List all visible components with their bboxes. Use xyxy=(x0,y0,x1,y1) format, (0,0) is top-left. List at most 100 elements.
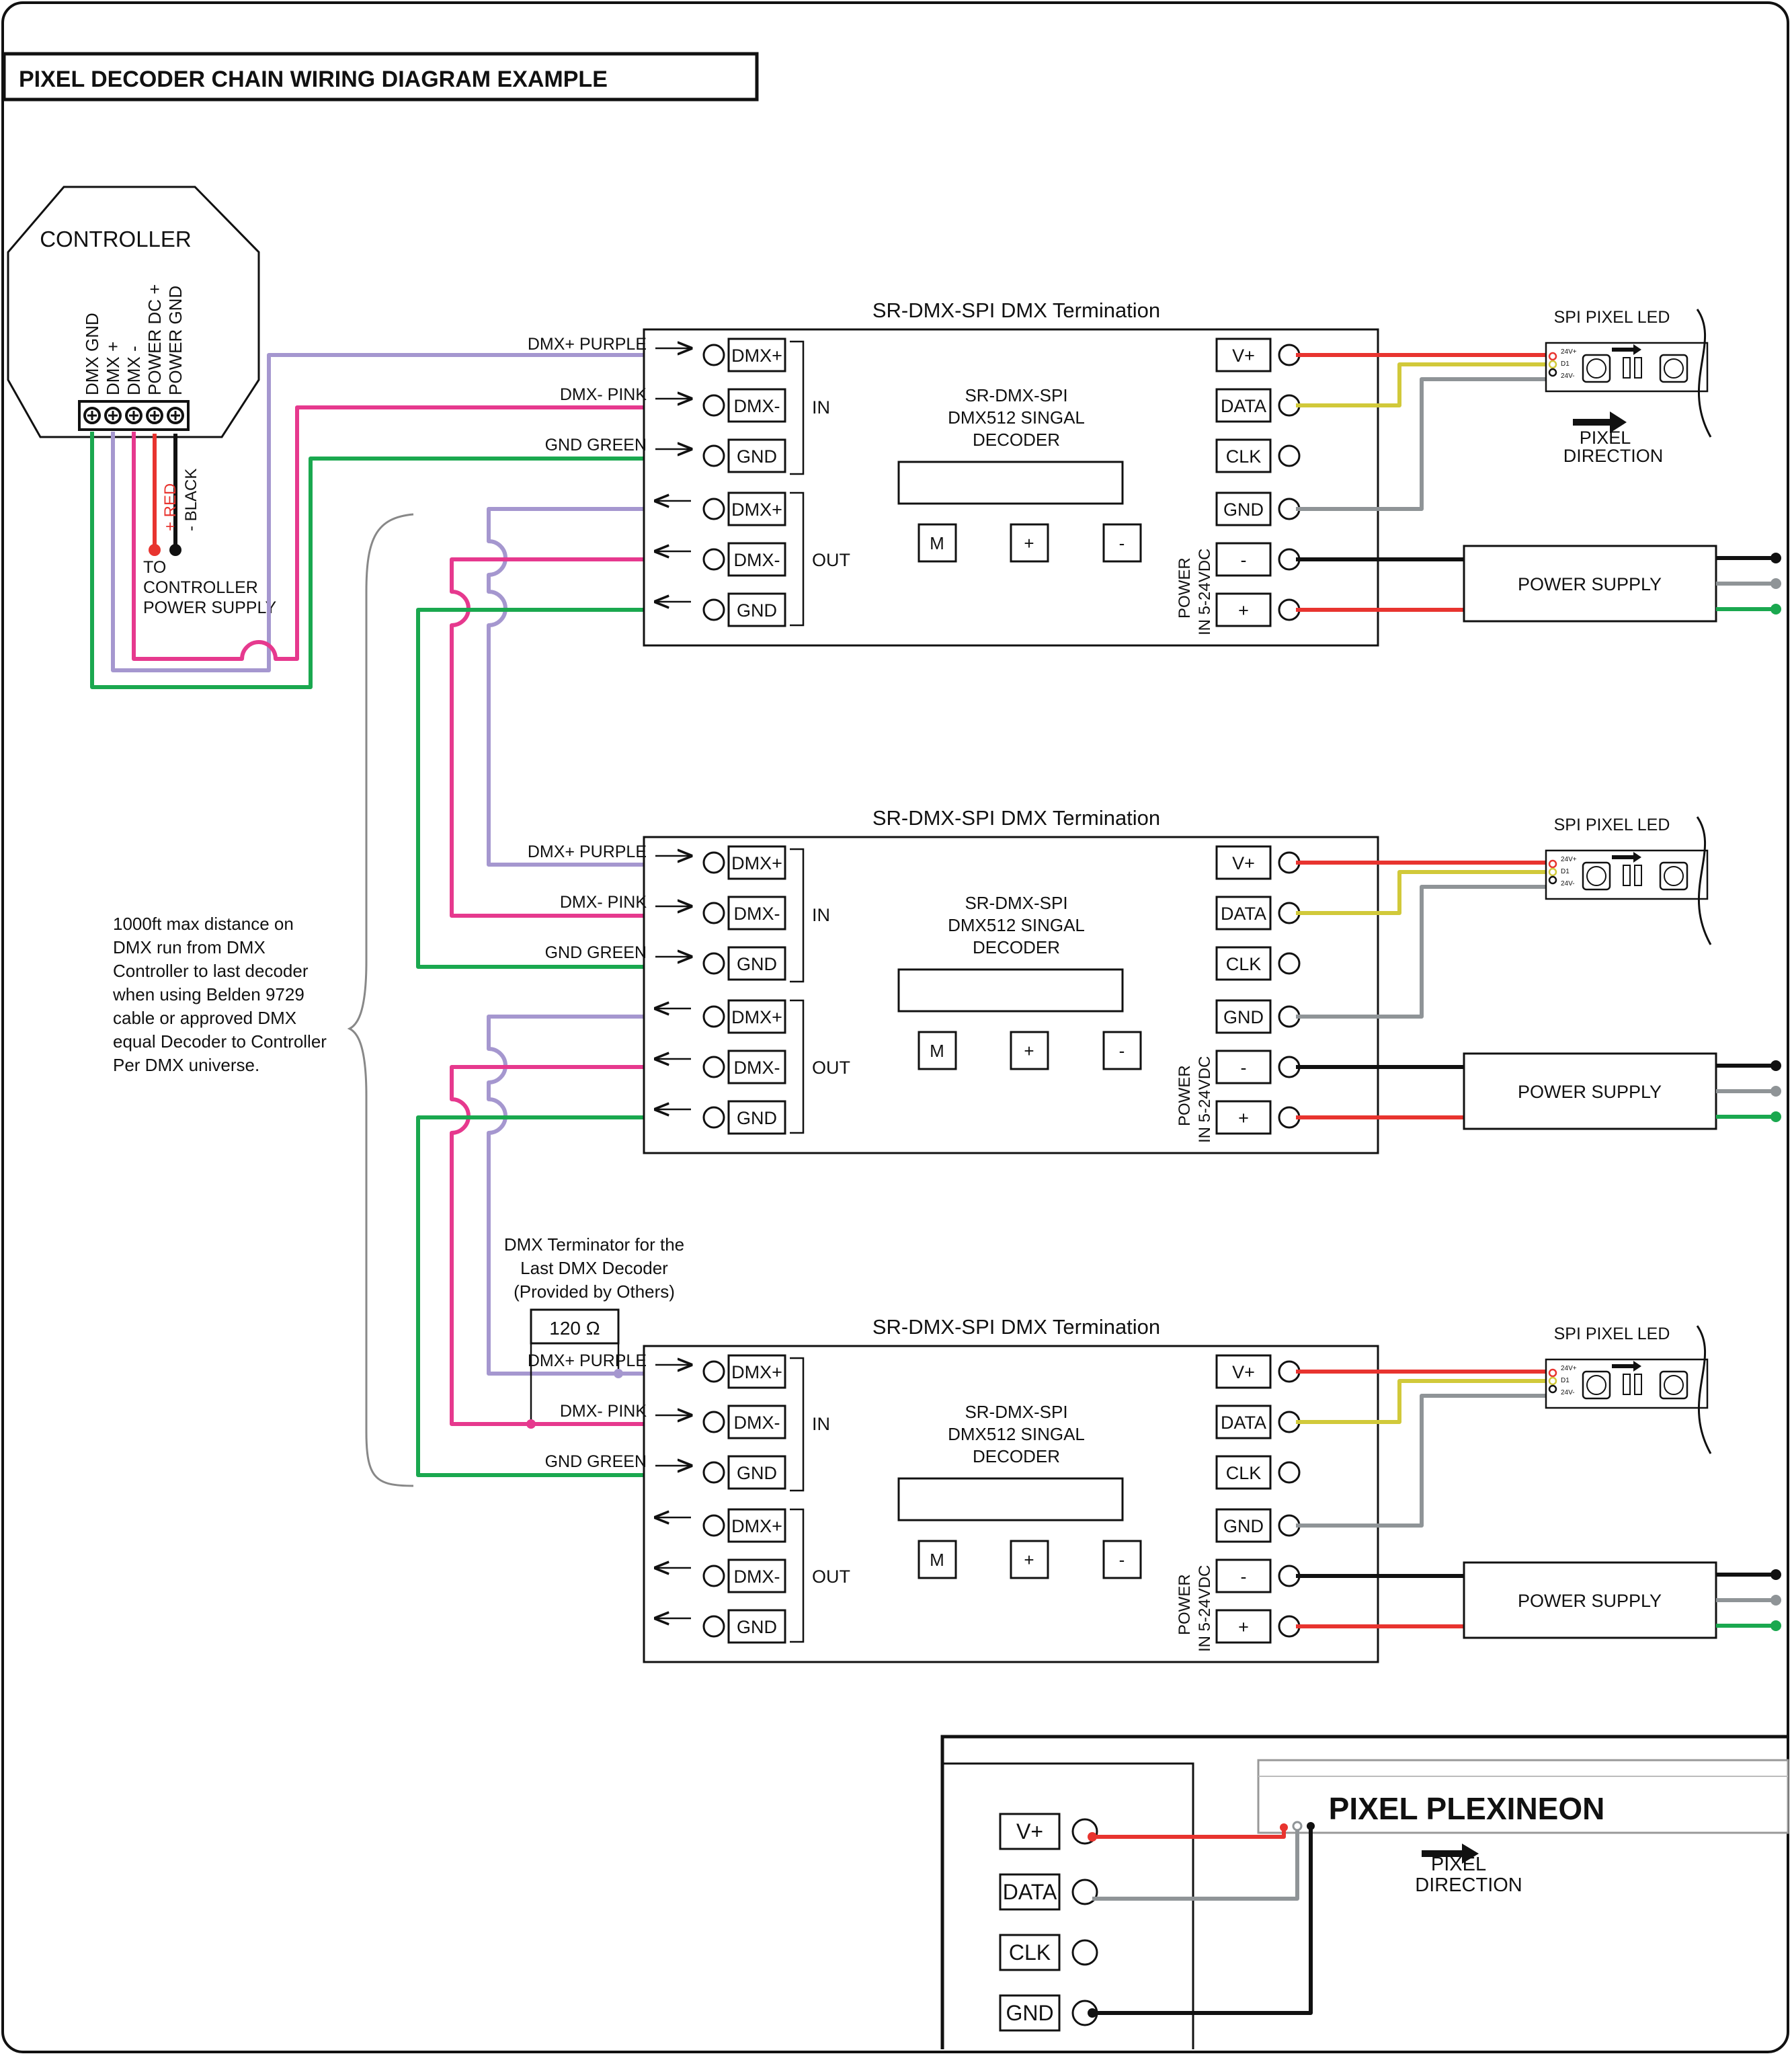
dmx-terminal-label: DMX+ xyxy=(731,853,782,873)
output-terminal-label: DATA xyxy=(1221,396,1266,416)
out-label: OUT xyxy=(812,1058,850,1078)
decoder-button-label: - xyxy=(1119,533,1125,553)
power-terminal xyxy=(1215,592,1272,627)
output-terminal-label: GND xyxy=(1223,1007,1264,1027)
plexineon-vplus-wire xyxy=(1092,1827,1286,1839)
mains-wire-end xyxy=(1770,578,1781,589)
plexineon-gnd-wire xyxy=(1092,1827,1313,2015)
decoder-button[interactable] xyxy=(1010,1031,1049,1070)
terminator-note-line: Last DMX Decoder xyxy=(520,1258,668,1278)
output-terminal-screw xyxy=(1278,444,1301,467)
dmx-terminal-label: GND xyxy=(737,1108,777,1128)
decoder-name-line: DECODER xyxy=(973,1446,1060,1466)
wire-label-gnd: GND GREEN xyxy=(545,1452,647,1471)
decoder-name-line: SR-DMX-SPI xyxy=(965,893,1067,913)
decoder-button[interactable] xyxy=(1102,1031,1142,1070)
power-label-line: IN 5-24VDC xyxy=(1196,549,1214,635)
dmx-terminal-label: DMX- xyxy=(734,1567,780,1587)
controller-label: CONTROLLER xyxy=(40,227,192,251)
terminator-resistor xyxy=(530,1308,620,1345)
decoder-button[interactable] xyxy=(918,523,957,563)
decoder-1: SR-DMX-SPI DMX TerminationSR-DMX-SPIDMX5… xyxy=(528,299,1781,647)
pixel-direction-arrow-small xyxy=(1612,1361,1641,1372)
decoder-button[interactable] xyxy=(1010,1540,1049,1579)
led-pad-label: 24V- xyxy=(1561,1389,1575,1396)
decoder-button[interactable] xyxy=(1102,1540,1142,1579)
dmx-terminal-label: GND xyxy=(737,954,777,974)
decoders: SR-DMX-SPI DMX TerminationSR-DMX-SPIDMX5… xyxy=(528,299,1781,1663)
decoder-button-label: M xyxy=(930,1550,944,1570)
power-label-line: POWER xyxy=(1176,1574,1194,1635)
dmx-terminal-label: DMX- xyxy=(734,396,780,416)
plexineon-terminal-data xyxy=(999,1873,1061,1911)
controller-terminal-label: POWER GND xyxy=(165,286,186,395)
out-bracket xyxy=(790,491,805,627)
red-lead-label: + RED xyxy=(161,483,179,531)
output-terminal-label: CLK xyxy=(1226,1463,1262,1483)
detail-decoder-edge xyxy=(942,1762,1194,2049)
pixel-direction-arrow-small xyxy=(1612,852,1641,863)
chain-purple-wire xyxy=(487,507,714,867)
plexineon-title: PIXEL PLEXINEON xyxy=(1329,1791,1605,1826)
plexineon-terminal-label: CLK xyxy=(1009,1940,1051,1965)
dmx-terminal-label: DMX- xyxy=(734,550,780,570)
power-supply xyxy=(1463,1052,1717,1130)
pixel-direction-line: DIRECTION xyxy=(1563,446,1664,466)
decoder-name-line: SR-DMX-SPI xyxy=(965,1402,1067,1422)
output-terminal xyxy=(1215,896,1272,931)
supply-note-line: TO xyxy=(143,558,166,577)
led-pad-label: 24V+ xyxy=(1561,348,1577,356)
decoder-button-label: - xyxy=(1119,1041,1125,1061)
dmx-plus-feed-wire xyxy=(111,353,714,672)
dmx-terminal-screw xyxy=(702,344,725,366)
plexineon-detail: PIXEL PLEXINEON PIXEL DIRECTION V+ DATA … xyxy=(940,1735,1789,2049)
dmx-terminal-gnd xyxy=(727,1609,786,1644)
in-bracket xyxy=(790,1357,805,1492)
black-lead-end xyxy=(169,544,181,556)
terminator-value: 120 Ω xyxy=(549,1318,600,1339)
decoder-button-label: - xyxy=(1119,1550,1125,1570)
pixel-direction-arrow-small xyxy=(1612,344,1641,355)
controller-terminal-label: POWER DC + xyxy=(145,284,165,395)
brace xyxy=(347,513,414,1487)
dmx-terminal-screw xyxy=(702,1411,725,1433)
decoder-2: SR-DMX-SPI DMX TerminationSR-DMX-SPIDMX5… xyxy=(528,806,1781,1154)
decoder-button[interactable] xyxy=(1010,523,1049,563)
output-terminal xyxy=(1215,491,1272,526)
power-terminal xyxy=(1215,542,1272,577)
decoder-button[interactable] xyxy=(1102,523,1142,563)
distance-note-line: when using Belden 9729 xyxy=(112,984,304,1004)
decoder-button[interactable] xyxy=(918,1540,957,1579)
decoder-name-line: DECODER xyxy=(973,937,1060,957)
distance-note-line: equal Decoder to Controller xyxy=(113,1031,327,1052)
dmx-terminal-dmx-minus xyxy=(727,1405,786,1439)
in-label: IN xyxy=(812,1414,830,1434)
power-terminal xyxy=(1215,1558,1272,1593)
out-label: OUT xyxy=(812,1567,850,1587)
diagram-title: PIXEL DECODER CHAIN WIRING DIAGRAM EXAMP… xyxy=(19,67,608,92)
output-terminal xyxy=(1215,388,1272,423)
plexineon-direction-line: PIXEL xyxy=(1431,1854,1486,1875)
chain-green-wire xyxy=(416,608,714,969)
dmx-terminal-label: GND xyxy=(737,446,777,467)
dmx-terminal-label: DMX- xyxy=(734,1058,780,1078)
decoder-button-label: + xyxy=(1024,1550,1034,1570)
led-pad-label: D1 xyxy=(1561,868,1570,875)
output-terminal-label: V+ xyxy=(1232,346,1255,366)
output-terminal-screw xyxy=(1278,1461,1301,1484)
decoder-button[interactable] xyxy=(918,1031,957,1070)
distance-note-line: cable or approved DMX xyxy=(113,1008,296,1028)
mains-wire-end xyxy=(1770,604,1781,615)
distance-note-line: Per DMX universe. xyxy=(113,1055,259,1075)
decoder-display xyxy=(897,1477,1124,1521)
dmx-terminal-screw xyxy=(702,1461,725,1484)
dmx-terminal-gnd xyxy=(727,1100,786,1135)
decoder-name-line: SR-DMX-SPI xyxy=(965,385,1067,405)
decoder-3: SR-DMX-SPI DMX TerminationSR-DMX-SPIDMX5… xyxy=(528,1315,1781,1663)
decoder-button-label: + xyxy=(1024,533,1034,553)
power-supply xyxy=(1463,1561,1717,1639)
led-gnd-wire xyxy=(1296,1394,1553,1528)
dmx-terminal-screw xyxy=(702,1565,725,1587)
